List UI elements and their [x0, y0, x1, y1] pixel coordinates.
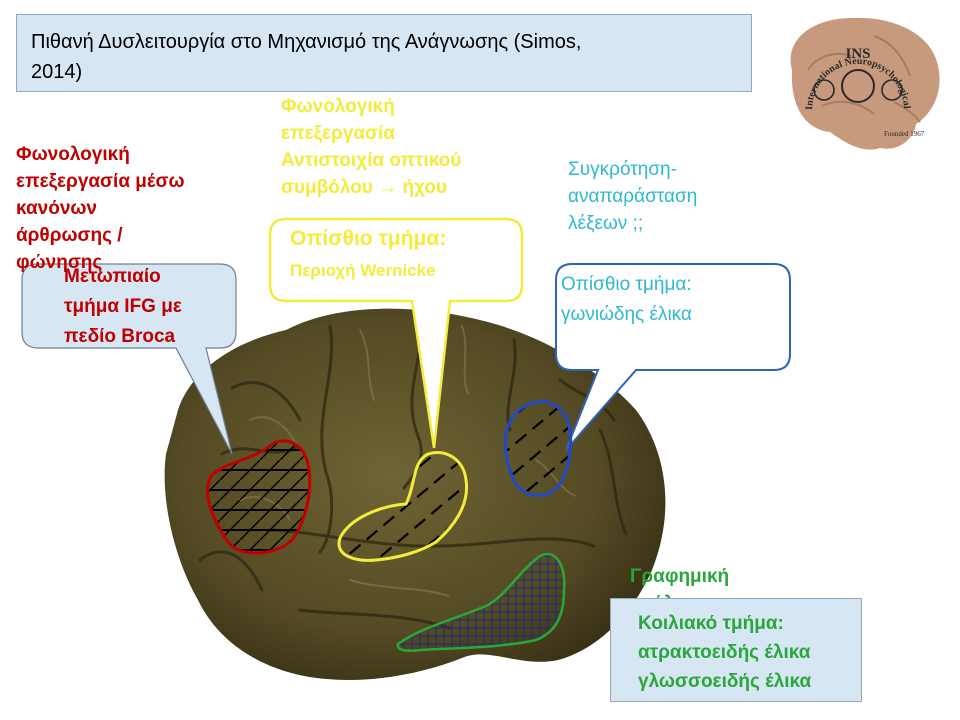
caption-word-representation: Συγκρότηση- αναπαράσταση λέξεων ;; [568, 156, 697, 237]
angular-region [503, 400, 573, 497]
title-line-1: Πιθανή Δυσλειτουργία στο Μηχανισμό της Α… [31, 31, 582, 53]
caption-teal-line-2: αναπαράσταση [568, 186, 698, 207]
logo-initials: INS [845, 46, 870, 62]
bubble-broca-label: Μετωπιαίο τμήμα IFG με πεδίο Broca [64, 262, 182, 352]
ventral-line-3: γλωσσοειδής έλικα [638, 671, 812, 692]
bubble-angular-label: Οπίσθιο τμήμα: γωνιώδης έλικα [561, 270, 692, 330]
title-line-2: 2014) [31, 61, 83, 83]
caption-red-line-3: κανόνων [16, 198, 98, 219]
ventral-label: Κοιλιακό τμήμα: ατρακτοειδής έλικα γλωσσ… [638, 609, 811, 696]
bubble-broca-line-2: τμήμα IFG με [64, 296, 182, 317]
caption-yellow-line-4: συμβόλου → ήχου [281, 177, 447, 198]
caption-yellow-line-3: Αντιστοιχία οπτικού [281, 150, 462, 171]
bubble-angular [555, 263, 791, 451]
caption-red-line-1: Φωνολογική [16, 144, 130, 165]
caption-red-line-4: άρθρωσης / [16, 225, 123, 246]
caption-red-line-2: επεξεργασία μέσω [16, 171, 185, 192]
bubble-wernicke-heading: Οπίσθιο τμήμα: [290, 227, 447, 250]
ventral-line-2: ατρακτοειδής έλικα [638, 642, 811, 663]
ventral-line-1: Κοιλιακό τμήμα: [638, 613, 784, 634]
bubble-broca-line-3: πεδίο Broca [64, 326, 176, 347]
caption-green-line-1: Γραφημική [630, 566, 730, 587]
ventral-box [610, 598, 862, 702]
ins-logo: International Neuropsychological Society… [764, 10, 940, 150]
bubble-broca [21, 263, 237, 455]
bubble-wernicke-sub: Περιοχή Wernicke [290, 261, 436, 280]
bubble-angular-line-2: γωνιώδης έλικα [561, 304, 692, 325]
title-box: Πιθανή Δυσλειτουργία στο Μηχανισμό της Α… [16, 14, 752, 92]
caption-yellow-line-1: Φωνολογική [281, 96, 395, 117]
logo-founded: Founded 1967 [884, 130, 925, 138]
caption-teal-line-3: λέξεων ;; [568, 213, 644, 234]
broca-region [206, 439, 312, 555]
caption-teal-line-1: Συγκρότηση- [568, 159, 677, 180]
caption-red-line-5: φώνησης [16, 252, 103, 273]
ventral-region [396, 552, 566, 652]
wernicke-region [337, 451, 469, 562]
bubble-broca-line-1: Μετωπιαίο [64, 266, 161, 287]
bubble-angular-line-1: Οπίσθιο τμήμα: [561, 274, 692, 295]
caption-phonological-rules: Φωνολογική επεξεργασία μέσω κανόνων άρθρ… [16, 141, 185, 276]
caption-yellow-line-2: επεξεργασία [281, 123, 396, 144]
caption-phonological-mapping: Φωνολογική επεξεργασία Αντιστοιχία οπτικ… [281, 93, 461, 201]
bubble-wernicke [268, 217, 524, 449]
